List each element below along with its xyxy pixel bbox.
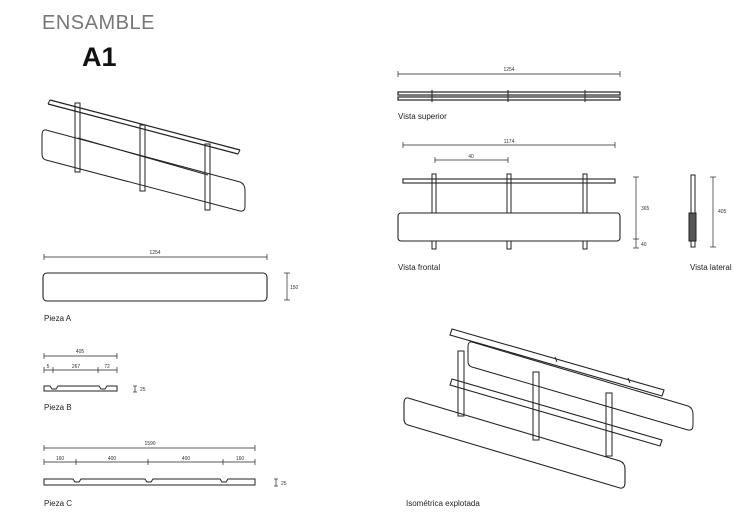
dim-a-height: 150 [290, 285, 299, 291]
label-exploded-view: Isométrica explotada [406, 499, 480, 508]
isometric-assembly [41, 99, 246, 212]
piece-b-drawing [43, 353, 137, 393]
dim-c-seg3: 400 [182, 456, 191, 462]
side-view [688, 174, 716, 248]
sheet-title: ENSAMBLE [42, 12, 155, 34]
dim-front-height: 365 [641, 206, 650, 212]
dim-c-total: 1590 [144, 441, 155, 447]
piece-c-drawing [43, 445, 278, 487]
dim-a-width: 1254 [149, 250, 160, 256]
dim-b-seg3: 72 [104, 364, 110, 370]
exploded-isometric [403, 328, 694, 489]
label-piece-c: Pieza C [44, 499, 72, 508]
label-top-view: Vista superior [398, 112, 447, 121]
assembly-code: A1 [82, 42, 117, 72]
dim-b-seg1: 5 [47, 364, 50, 370]
dim-c-seg2: 400 [108, 456, 117, 462]
dim-c-height: 25 [281, 481, 287, 487]
label-piece-b: Pieza B [44, 403, 72, 412]
dim-side-height: 405 [718, 209, 727, 215]
dim-c-seg1: 160 [56, 456, 65, 462]
label-side-view: Vista lateral [690, 263, 732, 272]
dim-front-spacing: 40 [468, 154, 474, 160]
dim-front-width: 1174 [504, 139, 515, 145]
top-view [397, 71, 621, 102]
dim-b-total: 405 [76, 349, 85, 355]
dim-c-seg4: 160 [236, 456, 245, 462]
dim-b-height: 25 [140, 387, 146, 393]
piece-a-drawing [42, 254, 290, 302]
label-piece-a: Pieza A [44, 314, 72, 323]
front-view [397, 142, 639, 250]
dim-top-width: 1254 [503, 67, 514, 73]
dim-front-base: 40 [641, 242, 647, 248]
label-front-view: Vista frontal [398, 263, 440, 272]
dim-b-seg2: 267 [72, 364, 81, 370]
